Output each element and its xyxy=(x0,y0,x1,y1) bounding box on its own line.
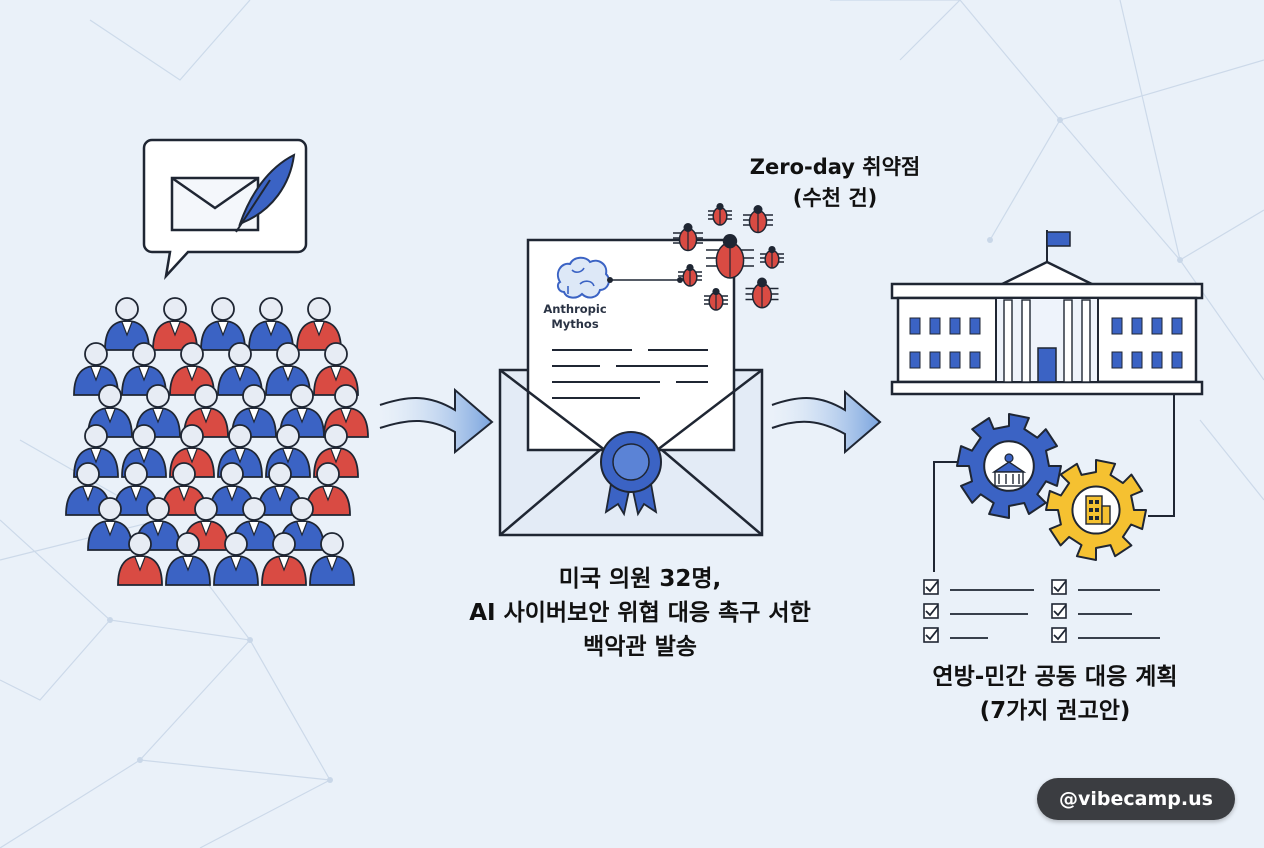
person-icon xyxy=(200,297,246,351)
bug-icon xyxy=(706,234,754,279)
center-caption-line1: 미국 의원 32명, xyxy=(558,566,722,592)
zero-day-label-line1: Zero-day 취약점 xyxy=(749,155,921,179)
center-caption: 미국 의원 32명, AI 사이버보안 위협 대응 촉구 서한 백악관 발송 xyxy=(400,562,880,664)
letter-envelope-icon xyxy=(498,238,764,537)
zero-day-label: Zero-day 취약점 (수천 건) xyxy=(720,152,950,214)
right-caption-line1: 연방-민간 공동 대응 계획 xyxy=(932,664,1178,690)
arrow-right-icon xyxy=(379,387,494,455)
person-icon xyxy=(296,297,342,351)
document-brand: Anthropic Mythos xyxy=(530,302,620,332)
white-house-icon xyxy=(890,230,1204,396)
bug-cluster xyxy=(673,203,784,311)
zero-day-label-line2: (수천 건) xyxy=(792,186,878,210)
person-icon xyxy=(257,462,303,516)
person-icon xyxy=(165,532,211,586)
arrow-right-icon xyxy=(771,389,882,455)
person-icon xyxy=(152,297,198,351)
right-caption-line2: (7가지 권고안) xyxy=(979,698,1131,724)
gear-building-icon xyxy=(1045,459,1147,561)
brain-icon xyxy=(556,256,610,299)
bug-icon xyxy=(708,203,732,226)
seal-ribbon-icon xyxy=(600,431,662,517)
person-icon xyxy=(261,532,307,586)
envelope-quill-bubble-icon xyxy=(142,138,308,280)
gear-government-icon xyxy=(956,413,1062,519)
person-icon xyxy=(217,342,263,396)
center-caption-line3: 백악관 발송 xyxy=(583,634,697,660)
checklist-icon xyxy=(923,579,1160,643)
person-icon xyxy=(87,384,133,438)
center-caption-line2: AI 사이버보안 위협 대응 촉구 서한 xyxy=(469,600,811,626)
person-icon xyxy=(117,532,163,586)
crowd-icon xyxy=(65,297,369,586)
person-icon xyxy=(87,497,133,551)
person-icon xyxy=(248,297,294,351)
right-caption: 연방-민간 공동 대응 계획 (7가지 권고안) xyxy=(880,660,1230,728)
bug-icon xyxy=(704,288,728,311)
person-icon xyxy=(305,462,351,516)
bug-icon xyxy=(745,277,779,309)
document-brand-line2: Mythos xyxy=(551,317,599,331)
person-icon xyxy=(309,532,355,586)
document-brand-line1: Anthropic xyxy=(543,302,607,316)
bug-icon xyxy=(673,223,703,252)
account-handle-badge: @vibecamp.us xyxy=(1037,778,1235,820)
bug-icon xyxy=(743,205,773,234)
bug-icon xyxy=(678,264,702,287)
bug-icon xyxy=(760,246,784,269)
person-icon xyxy=(213,532,259,586)
person-icon xyxy=(121,424,167,478)
person-icon xyxy=(104,297,150,351)
